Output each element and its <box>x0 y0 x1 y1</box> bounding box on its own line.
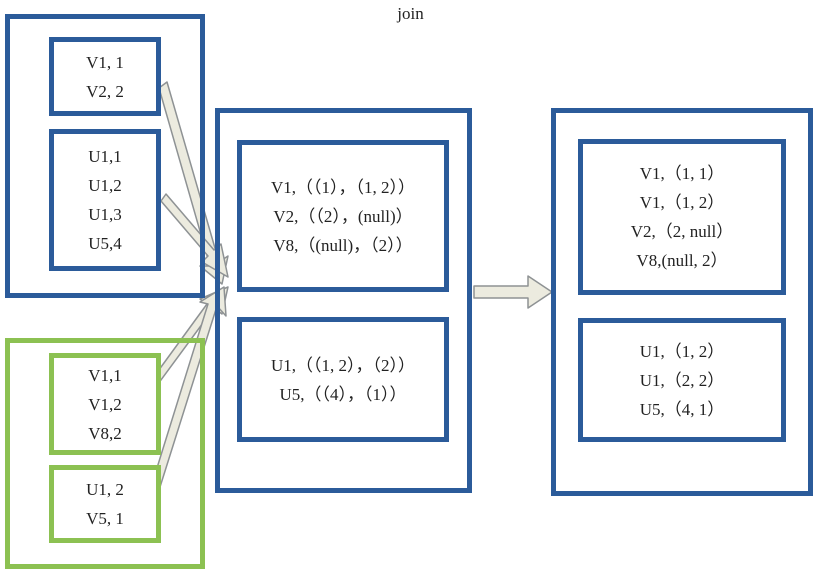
list-item: V1,1 <box>88 365 122 385</box>
middle-v-box: V1,（（1），（1, 2）） V2,（（2），(null)） V8,（(nul… <box>237 140 449 292</box>
diagram-title: join <box>397 4 424 23</box>
arrow-blue-u-to-middle <box>160 193 229 278</box>
list-item: U1,（1, 2） <box>639 341 725 361</box>
list-item: V2,（（2），(null)） <box>273 206 413 226</box>
output-container <box>551 108 813 496</box>
input-green-container <box>5 338 205 569</box>
list-item: V8,2 <box>88 423 122 443</box>
list-item: V1,（1, 2） <box>639 193 725 212</box>
list-item: V5, 1 <box>86 509 124 528</box>
list-item: V2, 2 <box>86 81 124 101</box>
list-item: U1, 2 <box>86 480 124 499</box>
list-item: U1,3 <box>88 205 122 224</box>
middle-u-box: U1,（（1, 2），（2）） U5,（（4），（1）） <box>237 317 449 442</box>
list-item: U5,4 <box>88 234 122 253</box>
list-item: V1,（1, 1） <box>639 164 725 183</box>
list-item: V1,（（1），（1, 2）） <box>270 177 416 197</box>
output-v-box: V1,（1, 1） V1,（1, 2） V2,（2, null） V8,(nul… <box>578 139 786 295</box>
arrow-middle-to-output <box>473 275 553 309</box>
list-item: U1,（（1, 2），（2）） <box>270 355 416 375</box>
list-item: U1,（2, 2） <box>639 370 725 390</box>
list-item: V8,（(null)，（2）） <box>273 235 413 255</box>
input-blue-container <box>5 14 205 298</box>
input-green-v-box: V1,1 V1,2 V8,2 <box>49 353 161 455</box>
list-item: V1,2 <box>88 394 122 414</box>
list-item: U5,（4, 1） <box>639 399 725 419</box>
input-blue-v-box: V1, 1 V2, 2 <box>49 37 161 116</box>
list-item: V8,(null, 2） <box>636 251 728 270</box>
list-item: U5,（（4），（1）） <box>279 384 407 404</box>
list-item: V2,（2, null） <box>630 222 734 241</box>
middle-container <box>215 108 472 493</box>
output-u-box: U1,（1, 2） U1,（2, 2） U5,（4, 1） <box>578 318 786 442</box>
list-item: V1, 1 <box>86 52 124 72</box>
list-item: U1,1 <box>88 147 122 166</box>
input-green-u-box: U1, 2 V5, 1 <box>49 465 161 543</box>
list-item: U1,2 <box>88 176 122 195</box>
input-blue-u-box: U1,1 U1,2 U1,3 U5,4 <box>49 129 161 271</box>
